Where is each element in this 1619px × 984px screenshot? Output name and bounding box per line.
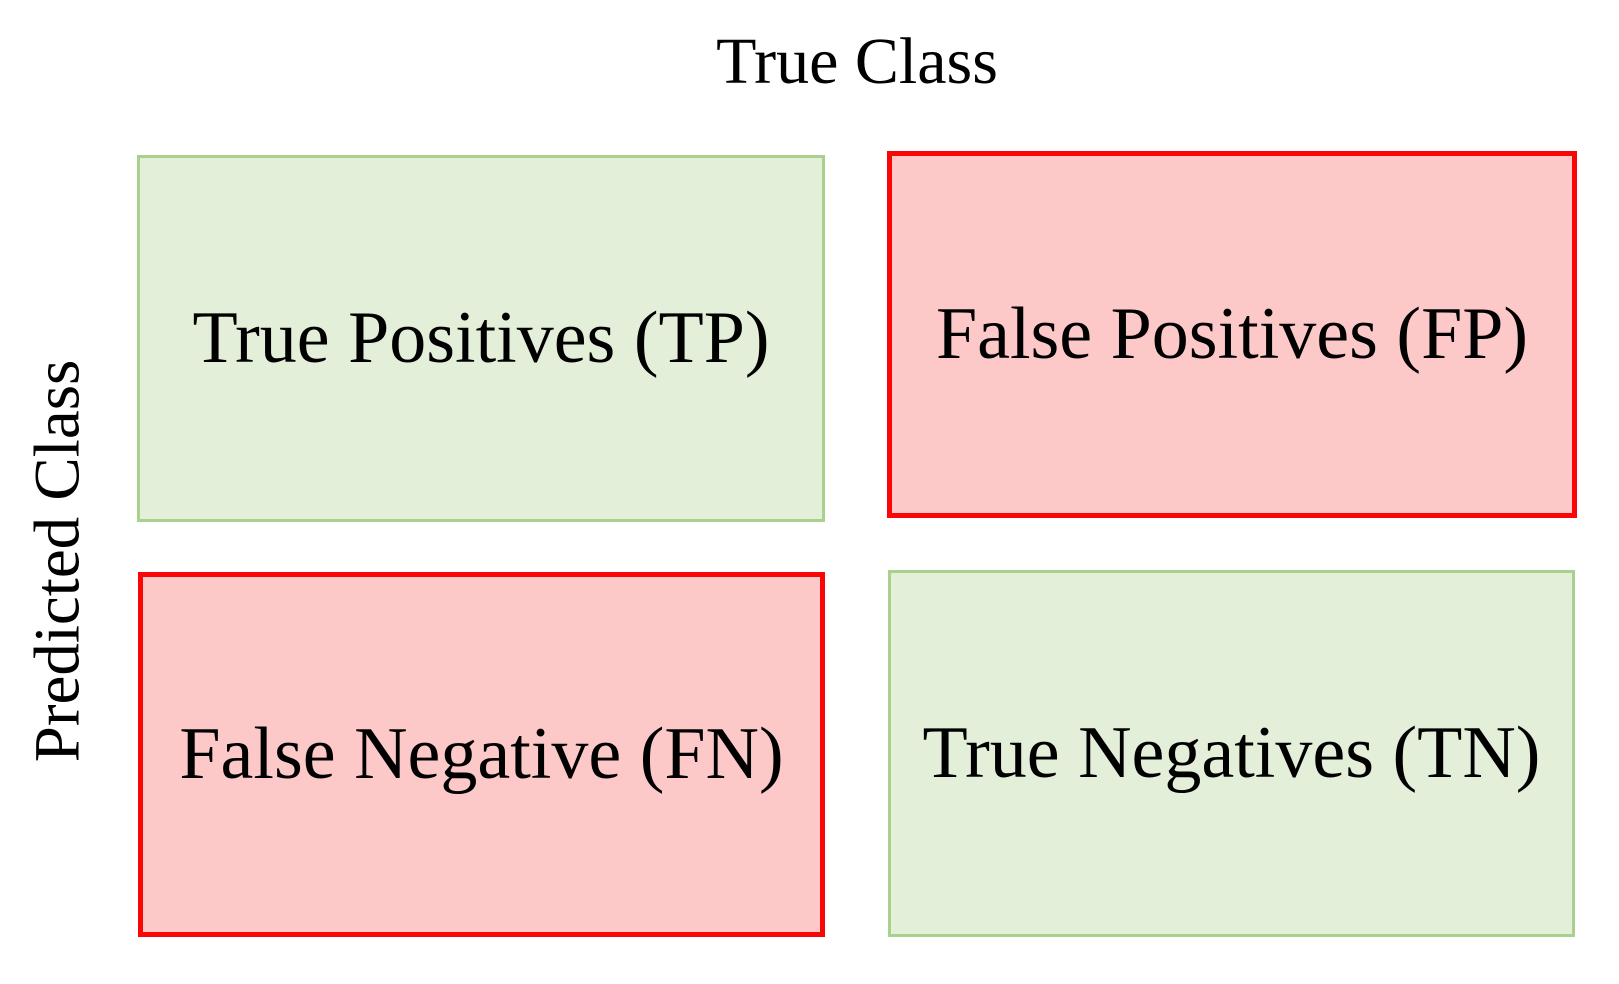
cell-true-positives-label: True Positives (TP) bbox=[192, 296, 770, 379]
cell-true-negatives-label: True Negatives (TN) bbox=[922, 711, 1541, 794]
cell-false-negative-label: False Negative (FN) bbox=[179, 712, 784, 795]
cell-true-negatives: True Negatives (TN) bbox=[888, 570, 1575, 937]
true-class-axis-title: True Class bbox=[716, 25, 998, 98]
cell-true-positives: True Positives (TP) bbox=[137, 155, 825, 522]
cell-false-positives-label: False Positives (FP) bbox=[935, 292, 1529, 375]
cell-false-negative: False Negative (FN) bbox=[138, 572, 825, 937]
predicted-class-axis-title: Predicted Class bbox=[21, 359, 94, 763]
cell-false-positives: False Positives (FP) bbox=[887, 151, 1577, 518]
